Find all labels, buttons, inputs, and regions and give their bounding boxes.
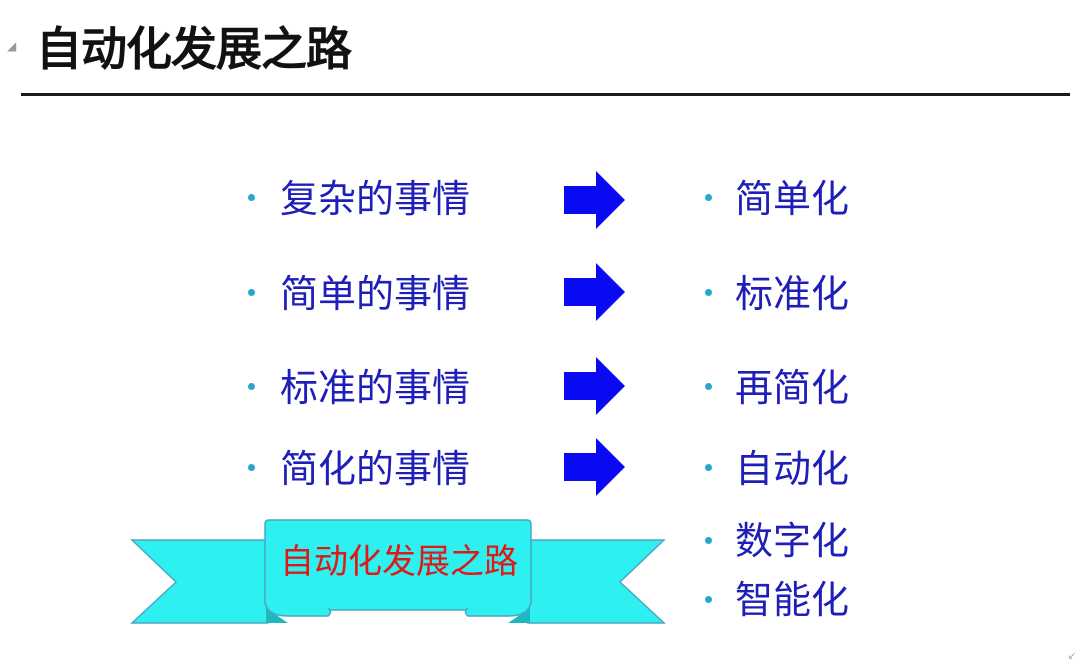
bullet-dot-icon [705, 537, 712, 544]
page-title: 自动化发展之路 [36, 22, 352, 76]
ribbon-banner [130, 519, 666, 624]
outcome-item: 自动化 [735, 447, 850, 491]
outcome-item-extra: 智能化 [735, 578, 850, 622]
corner-mark-icon: ◢ [7, 39, 17, 53]
source-item: 简化的事情 [280, 447, 471, 491]
corner-mark-icon: ↙ [1067, 651, 1076, 662]
source-item: 简单的事情 [280, 272, 471, 316]
bullet-dot-icon [248, 464, 255, 471]
right-arrow-icon [564, 171, 625, 229]
bullet-dot-icon [248, 383, 255, 390]
title-divider [21, 93, 1070, 96]
bullet-dot-icon [705, 464, 712, 471]
source-item: 复杂的事情 [280, 177, 471, 221]
banner-label: 自动化发展之路 [280, 542, 518, 582]
bullet-dot-icon [705, 383, 712, 390]
right-arrow-icon [564, 357, 625, 415]
bullet-dot-icon [248, 194, 255, 201]
right-arrow-icon [564, 438, 625, 496]
source-item: 标准的事情 [280, 366, 471, 410]
bullet-dot-icon [248, 289, 255, 296]
bullet-dot-icon [705, 596, 712, 603]
outcome-item: 简单化 [735, 177, 850, 221]
outcome-item-extra: 数字化 [735, 519, 850, 563]
outcome-item: 再简化 [735, 366, 850, 410]
outcome-item: 标准化 [735, 272, 850, 316]
bullet-dot-icon [705, 289, 712, 296]
bullet-dot-icon [705, 194, 712, 201]
right-arrow-icon [564, 263, 625, 321]
